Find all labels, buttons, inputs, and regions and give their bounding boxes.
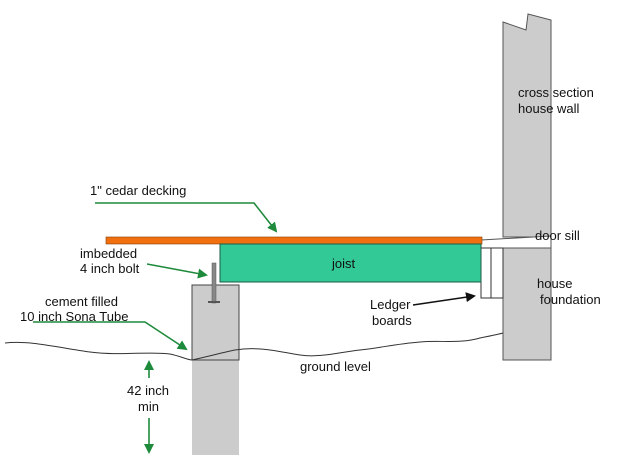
house-wall-label-line1: cross section	[518, 85, 594, 100]
bolt	[211, 262, 217, 304]
depth-label-line1: 42 inch	[127, 383, 169, 398]
house-wall-label-line2: house wall	[518, 101, 580, 116]
ledger-board-outer	[480, 247, 492, 299]
cedar-decking	[105, 236, 483, 245]
bolt-label-line2: 4 inch bolt	[80, 261, 140, 276]
sona-tube	[192, 285, 239, 455]
ground-label: ground level	[300, 359, 371, 374]
door-sill-label: door sill	[535, 228, 580, 243]
house-wall	[502, 13, 552, 238]
house-foundation	[502, 247, 552, 361]
joist-label: joist	[331, 256, 356, 271]
sona-leader-arrow	[33, 321, 188, 351]
depth-label-line2: min	[138, 399, 159, 414]
joist	[219, 243, 482, 283]
foundation-label-line1: house	[537, 276, 572, 291]
sona-label-line1: cement filled	[45, 294, 118, 309]
bolt-leader-arrow	[146, 263, 208, 279]
foundation-label-line2: foundation	[540, 292, 601, 307]
ledger-leader-arrow	[412, 292, 476, 306]
decking-label: 1" cedar decking	[90, 183, 186, 198]
ledger-board-inner	[490, 247, 504, 299]
bolt-label-line1: imbedded	[80, 246, 137, 261]
ledger-label-line1: Ledger	[370, 297, 411, 312]
decking-leader-arrow	[95, 202, 278, 233]
ledger-label-line2: boards	[372, 313, 412, 328]
ground-line	[4, 332, 504, 361]
sona-label-line2: 10 inch Sona Tube	[20, 309, 128, 324]
